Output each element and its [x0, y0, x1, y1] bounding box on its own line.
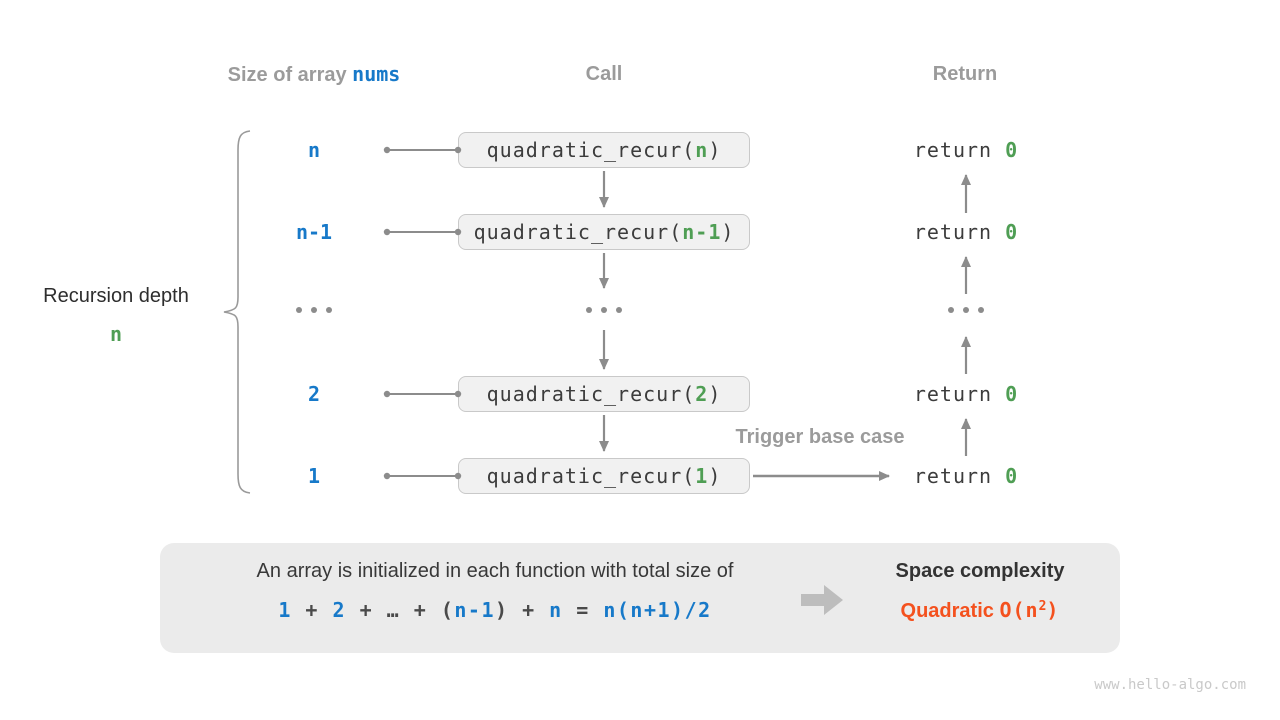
watermark: www.hello-algo.com [1094, 677, 1246, 693]
return-statement-5: return 0 [866, 462, 1066, 490]
call-arg: n-1 [682, 220, 722, 244]
return-value: 0 [1005, 382, 1019, 406]
size-label-n-1: n-1 [295, 220, 333, 244]
return-value: 0 [1005, 138, 1019, 162]
return-keyword: return [913, 138, 1006, 162]
call-close: ) [708, 382, 722, 406]
summary-panel: An array is initialized in each function… [160, 543, 1120, 653]
summary-text: An array is initialized in each function… [256, 560, 734, 582]
column-header-size: Size of array nums [164, 60, 464, 88]
recursion-depth-label: Recursion depth [43, 285, 189, 307]
return-keyword: return [913, 382, 1006, 406]
space-complexity-value: Quadratic O(n2) [900, 598, 1060, 622]
space-complexity-title: Space complexity [895, 560, 1065, 582]
column-header-return: Return [932, 63, 998, 85]
ellipsis-size-column [214, 304, 414, 316]
call-box-1: quadratic_recur(1) [458, 458, 750, 494]
size-label-n: n [307, 138, 321, 162]
call-close: ) [708, 138, 722, 162]
call-text: quadratic_recur( [486, 464, 696, 488]
return-keyword: return [913, 220, 1006, 244]
size-label-2: 2 [307, 382, 321, 406]
call-close: ) [708, 464, 722, 488]
implies-arrow-icon [801, 585, 843, 615]
call-arg: 2 [695, 382, 709, 406]
call-box-2: quadratic_recur(2) [458, 376, 750, 412]
trigger-base-case-label: Trigger base case [735, 426, 905, 448]
ellipsis-return-column [866, 304, 1066, 316]
return-keyword: return [913, 464, 1006, 488]
size-header-text: Size of array [227, 64, 353, 86]
recursion-depth-value: n [109, 322, 123, 346]
column-header-call: Call [585, 63, 623, 85]
return-value: 0 [1005, 464, 1019, 488]
summary-formula: 1 + 2 + … + (n-1) + n = n(n+1)/2 [278, 598, 712, 622]
ellipsis-call-column [504, 304, 704, 316]
call-close: ) [721, 220, 735, 244]
size-header-code: nums [352, 62, 401, 86]
size-label-1: 1 [307, 464, 321, 488]
call-text: quadratic_recur( [486, 138, 696, 162]
call-box-n: quadratic_recur(n) [458, 132, 750, 168]
return-statement-2: return 0 [866, 218, 1066, 246]
call-text: quadratic_recur( [473, 220, 683, 244]
return-statement-4: return 0 [866, 380, 1066, 408]
call-arg: n [695, 138, 709, 162]
call-arg: 1 [695, 464, 709, 488]
return-value: 0 [1005, 220, 1019, 244]
call-text: quadratic_recur( [486, 382, 696, 406]
return-statement-1: return 0 [866, 136, 1066, 164]
call-box-n-1: quadratic_recur(n-1) [458, 214, 750, 250]
